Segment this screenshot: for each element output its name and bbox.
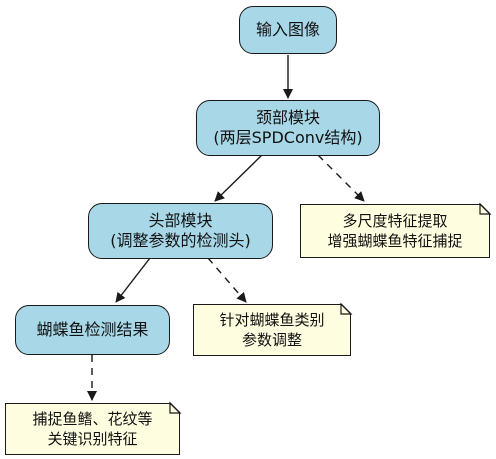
head-note: 针对蝴蝶鱼类别 参数调整: [193, 304, 351, 356]
result-note-line2: 关键识别特征: [47, 430, 138, 448]
neck-note-line2: 增强蝴蝶鱼特征捕捉: [327, 232, 463, 250]
input-image-label: 输入图像: [255, 20, 320, 39]
neck-module-subtitle: (两层SPDConv结构): [213, 128, 363, 147]
dashed-head-to-note: [207, 257, 247, 303]
neck-module-title: 颈部模块: [255, 108, 320, 127]
arrow-neck-to-head: [214, 154, 263, 202]
input-image-node: 输入图像: [239, 6, 337, 54]
head-note-line2: 参数调整: [241, 331, 302, 349]
dashed-neck-to-note: [317, 154, 365, 202]
neck-note: 多尺度特征提取 增强蝴蝶鱼特征捕捉: [300, 204, 490, 258]
neck-module-node: 颈部模块 (两层SPDConv结构): [196, 100, 380, 156]
head-module-subtitle: (调整参数的检测头): [110, 231, 251, 250]
head-note-line1: 针对蝴蝶鱼类别: [219, 311, 325, 329]
head-module-title: 头部模块: [148, 211, 213, 230]
head-module-node: 头部模块 (调整参数的检测头): [88, 203, 273, 259]
detection-result-label: 蝴蝶鱼检测结果: [36, 320, 149, 339]
detection-result-node: 蝴蝶鱼检测结果: [15, 305, 170, 355]
neck-note-line1: 多尺度特征提取: [342, 212, 448, 230]
result-note: 捕捉鱼鳍、花纹等 关键识别特征: [5, 403, 180, 455]
arrow-head-to-result: [115, 257, 151, 303]
result-note-line1: 捕捉鱼鳍、花纹等: [32, 410, 153, 428]
